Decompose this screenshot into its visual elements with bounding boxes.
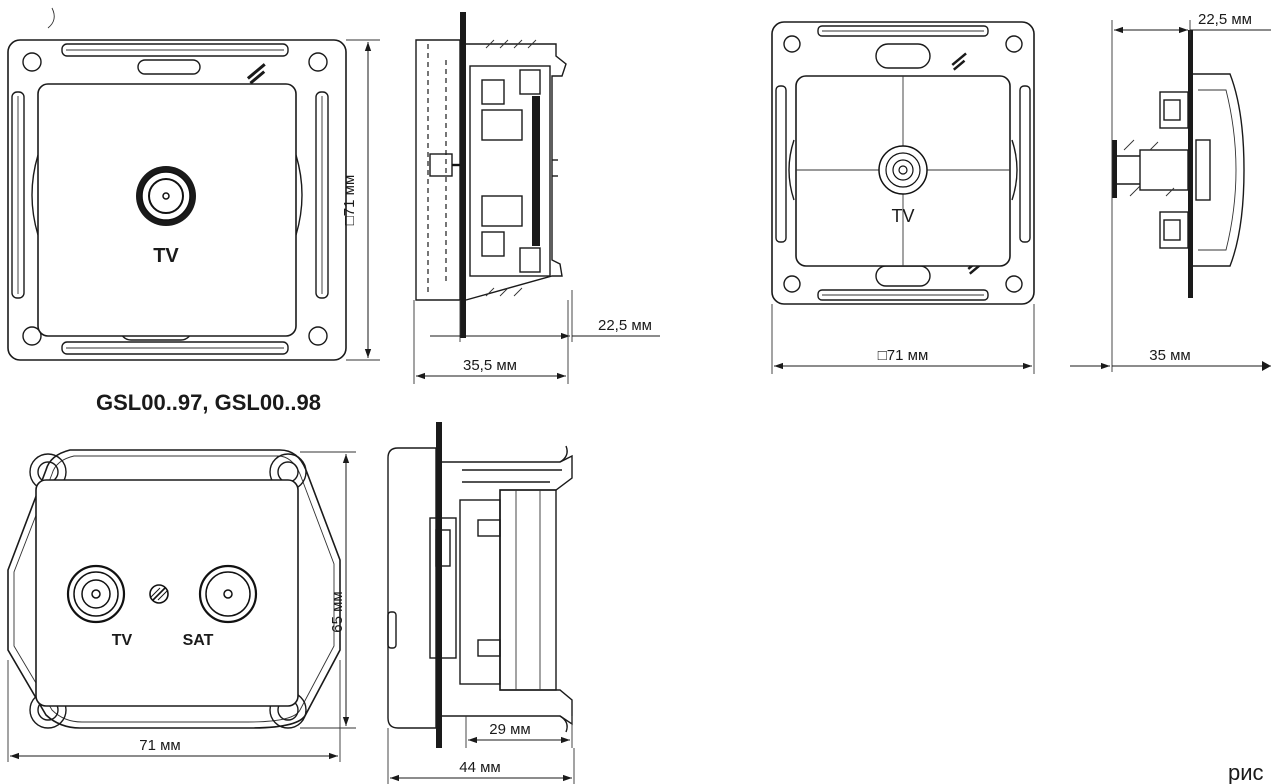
dim-side-44: 44 мм <box>459 759 500 776</box>
front-view-tv-sat-socket: TV SAT 65 мм 71 мм <box>7 449 356 762</box>
tv-label: TV <box>153 245 179 267</box>
sat-label: SAT <box>183 632 214 649</box>
dim-side-35-5: 35,5 мм <box>463 357 517 374</box>
screw-icon <box>149 584 169 604</box>
fragment-mark <box>47 7 55 29</box>
front-view-tv-socket-top-left: TV □71 мм <box>7 39 380 361</box>
dim-side-35: 35 мм <box>1149 347 1190 364</box>
dim-depth-22-5: 22,5 мм <box>1198 11 1252 28</box>
tv-connector-icon <box>66 564 126 624</box>
tv-connector-icon <box>136 166 196 226</box>
dim-square-71: □71 мм <box>341 175 358 226</box>
side-view-tv-sat-socket: 29 мм 44 мм <box>387 422 575 784</box>
model-caption: GSL00..97, GSL00..98 <box>96 390 321 415</box>
side-view-tv-socket-top-right: 22,5 мм 35 мм <box>1070 11 1271 372</box>
dim-width-71: 71 мм <box>139 737 180 754</box>
side-view-tv-socket-top-left: 22,5 мм 35,5 мм <box>413 12 660 384</box>
dim-height-65: 65 мм <box>329 591 346 632</box>
tv-label: TV <box>112 632 133 649</box>
dim-depth-22-5: 22,5 мм <box>598 317 652 334</box>
tv-connector-icon <box>878 145 928 195</box>
dim-square-71: □71 мм <box>878 347 929 364</box>
dim-depth-29: 29 мм <box>489 721 530 738</box>
corner-fragment-text: рис <box>1228 760 1264 784</box>
sat-connector-icon <box>198 564 258 624</box>
front-view-tv-socket-top-right: TV □71 мм <box>771 21 1035 374</box>
tv-label: TV <box>891 206 914 226</box>
